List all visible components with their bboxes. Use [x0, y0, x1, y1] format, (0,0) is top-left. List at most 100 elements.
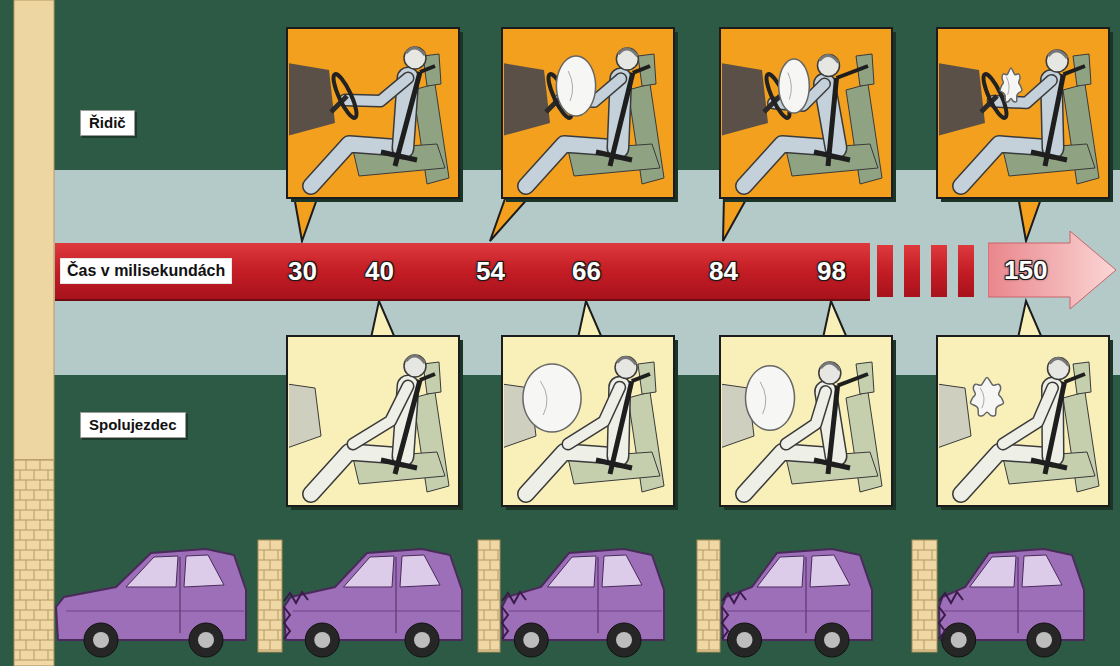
brick-wall: [278, 550, 279, 560]
row-label: Řidič: [80, 110, 135, 136]
brick-wall: [278, 630, 279, 640]
callout-pointer: [490, 196, 530, 241]
head: [616, 48, 638, 70]
door-line: [598, 557, 599, 633]
steering-wheel: [329, 72, 360, 121]
seat-belt: [395, 72, 420, 166]
passenger-panel: [287, 301, 463, 510]
seat-belt: [610, 73, 633, 166]
hair: [1048, 51, 1067, 58]
brick-wall: [20, 630, 21, 640]
wall-strip: [14, 0, 54, 460]
brick-wall: [924, 580, 925, 590]
brick-wall: [20, 550, 21, 560]
brick-wall: [20, 490, 21, 500]
brick-wall: [264, 550, 265, 560]
airbag: [523, 364, 581, 432]
brick-wall: [278, 590, 279, 600]
brick-wall: [478, 560, 500, 561]
wheel: [607, 623, 641, 657]
brick-wall: [48, 550, 49, 560]
brick-wall: [34, 530, 35, 540]
brick-wall: [932, 590, 933, 600]
brick-wall: [26, 640, 27, 650]
seat-belt: [837, 66, 869, 78]
brick-wall: [40, 540, 41, 550]
panel-frame: [502, 28, 674, 198]
brick-wall: [264, 630, 265, 640]
brick-wall: [40, 600, 41, 610]
panel-frame: [720, 28, 892, 198]
brick-wall: [26, 560, 27, 570]
brick-wall: [48, 470, 49, 480]
brick-wall: [484, 590, 485, 600]
car-window: [548, 556, 597, 587]
brick-wall: [20, 570, 21, 580]
occupant-figure: [504, 48, 664, 186]
brick-wall: [932, 550, 933, 560]
timeline-segment: [931, 245, 947, 297]
dashboard: [289, 384, 321, 448]
dashboard: [289, 63, 335, 136]
hub: [414, 632, 430, 648]
brick-wall: [40, 620, 41, 630]
brick-wall: [924, 560, 925, 570]
wheel: [1027, 623, 1061, 657]
brick-wall: [48, 510, 49, 520]
seat-belt: [1031, 460, 1067, 468]
brick-wall: [478, 630, 500, 631]
brick-wall: [709, 580, 710, 590]
brick-wall: [478, 610, 500, 611]
brick-wall: [270, 560, 271, 570]
body-part: [311, 144, 403, 186]
brick-wall: [34, 550, 35, 560]
body-outline: [311, 144, 403, 186]
brick-wall: [478, 540, 500, 652]
brick-wall: [40, 520, 41, 530]
callout-pointer: [294, 196, 318, 241]
hub: [737, 632, 753, 648]
body-outline: [311, 452, 403, 494]
brick-wall: [498, 590, 499, 600]
occupant-figure: [289, 47, 449, 186]
head: [819, 362, 841, 384]
seat-belt: [828, 386, 838, 474]
head: [615, 357, 637, 379]
brick-wall: [270, 540, 271, 550]
seat-belt: [1065, 374, 1086, 382]
brick-wall: [918, 610, 919, 620]
brick-wall: [490, 600, 491, 610]
dashboard: [939, 384, 971, 448]
brick-wall: [26, 620, 27, 630]
brick-wall: [270, 640, 271, 650]
brick-wall: [20, 510, 21, 520]
brick-wall: [48, 570, 49, 580]
timeline-segment: [877, 245, 893, 297]
brick-wall: [932, 570, 933, 580]
panel-frame: [720, 336, 892, 506]
trim-line: [293, 611, 461, 612]
door-line: [806, 557, 807, 633]
hair: [618, 49, 637, 56]
brick-wall: [912, 540, 937, 652]
brick-wall: [717, 570, 718, 580]
brick-wall: [40, 460, 41, 470]
brick-wall: [48, 630, 49, 640]
brick-wall: [258, 540, 282, 652]
passenger-panel: [937, 301, 1113, 510]
seat-belt: [1045, 74, 1063, 166]
brick-wall: [490, 620, 491, 630]
timeline-segment: [904, 245, 920, 297]
car-window: [1022, 555, 1062, 587]
brick-wall: [40, 480, 41, 490]
body-outline: [961, 144, 1053, 186]
brick-wall: [498, 570, 499, 580]
hub: [523, 632, 539, 648]
head: [1048, 358, 1070, 380]
brick-wall: [478, 600, 500, 601]
crumple: [722, 592, 746, 639]
hub: [198, 632, 214, 648]
seat-belt: [1031, 152, 1067, 160]
car: [502, 549, 664, 657]
